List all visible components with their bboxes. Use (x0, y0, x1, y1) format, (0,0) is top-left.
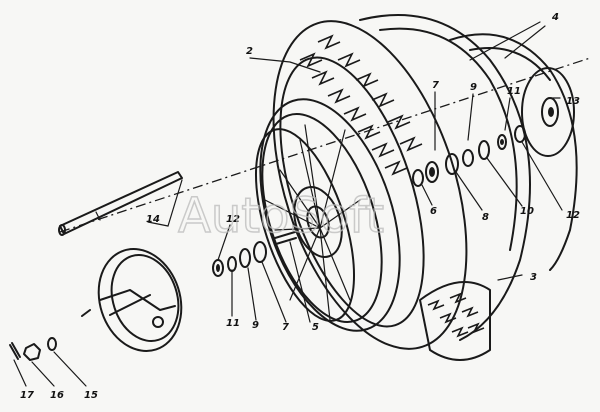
callout-2: 2 (246, 46, 253, 57)
callout-12-right: 12 (566, 210, 580, 221)
right-bearings (412, 125, 526, 187)
callout-15: 15 (84, 390, 98, 401)
callout-8: 8 (482, 212, 489, 223)
wheel-axis-line (59, 57, 591, 233)
tire-tread-section (419, 281, 491, 361)
callout-14: 14 (146, 214, 160, 225)
wheel-rim (254, 98, 401, 332)
callout-9-top: 9 (470, 82, 477, 93)
tire (272, 20, 468, 350)
callout-12-left: 12 (226, 214, 240, 225)
callout-labels: 2 4 7 9 11 13 6 8 10 12 3 14 12 11 9 7 5… (20, 12, 580, 401)
leader-lines (13, 21, 563, 387)
wheel-hub (274, 186, 343, 258)
watermark-text: AutoSoft (178, 188, 384, 244)
callout-11-bottom: 11 (226, 318, 240, 329)
callout-13: 13 (566, 96, 580, 107)
callout-4: 4 (551, 12, 559, 23)
callout-9-bottom: 9 (252, 320, 259, 331)
callout-6: 6 (430, 206, 437, 217)
callout-7-top: 7 (432, 80, 439, 91)
brake-assembly (81, 248, 183, 352)
axle-shaft (58, 171, 183, 236)
left-bearings (212, 241, 267, 277)
callout-7-bottom: 7 (282, 322, 289, 333)
hardware-parts (9, 337, 57, 361)
cover-disc (521, 67, 575, 157)
outer-band (359, 14, 578, 341)
callout-17: 17 (20, 390, 34, 401)
callout-11-top: 11 (507, 86, 521, 97)
callout-5: 5 (312, 322, 319, 333)
callout-16: 16 (50, 390, 64, 401)
callout-3: 3 (530, 272, 537, 283)
callout-10: 10 (520, 206, 534, 217)
